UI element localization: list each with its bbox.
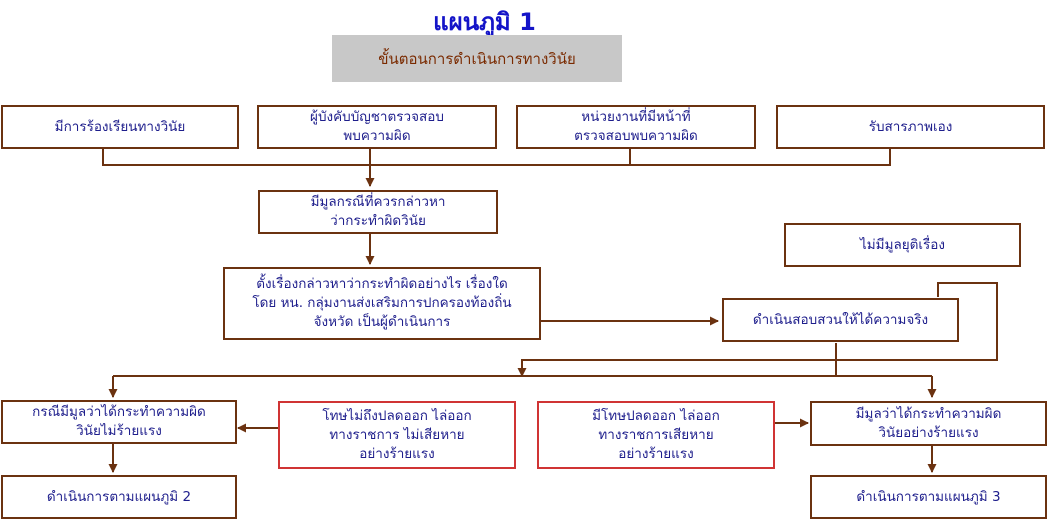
box-minor-penalty: โทษไม่ถึงปลดออก ไล่ออก ทางราชการ ไม่เสีย…	[278, 401, 516, 469]
box-chart3: ดำเนินการตามแผนภูมิ 3	[810, 475, 1047, 519]
box-severe-penalty: มีโทษปลดออก ไล่ออก ทางราชการเสียหาย อย่า…	[537, 401, 775, 469]
arrow-to-no-grounds	[517, 282, 998, 377]
subtitle-banner: ขั้นตอนการดำเนินการทางวินัย	[332, 35, 622, 82]
box-supervisor: ผู้บังคับบัญชาตรวจสอบ พบความผิด	[257, 105, 497, 149]
box-grounds: มีมูลกรณีที่ควรกล่าวหา ว่ากระทำผิดวินัย	[258, 190, 498, 234]
box-no-grounds: ไม่มีมูลยุติเรื่อง	[784, 223, 1021, 267]
box-investigate: ดำเนินสอบสวนให้ได้ความจริง	[722, 298, 959, 342]
connector-top-collector	[102, 148, 891, 166]
box-chart2: ดำเนินการตามแผนภูมิ 2	[1, 475, 237, 519]
box-severe: มีมูลว่าได้กระทำความผิด วินัยอย่างร้ายแร…	[810, 401, 1047, 446]
box-complaint: มีการร้องเรียนทางวินัย	[1, 105, 239, 149]
page-title: แผนภูมิ 1	[433, 8, 536, 36]
box-confession: รับสารภาพเอง	[776, 105, 1045, 149]
box-agency: หน่วยงานที่มีหน้าที่ ตรวจสอบพบความผิด	[516, 105, 756, 149]
box-charge: ตั้งเรื่องกล่าวหาว่ากระทำผิดอย่างไร เรื่…	[223, 267, 541, 340]
box-minor: กรณีมีมูลว่าได้กระทำความผิด วินัยไม่ร้าย…	[1, 400, 237, 444]
